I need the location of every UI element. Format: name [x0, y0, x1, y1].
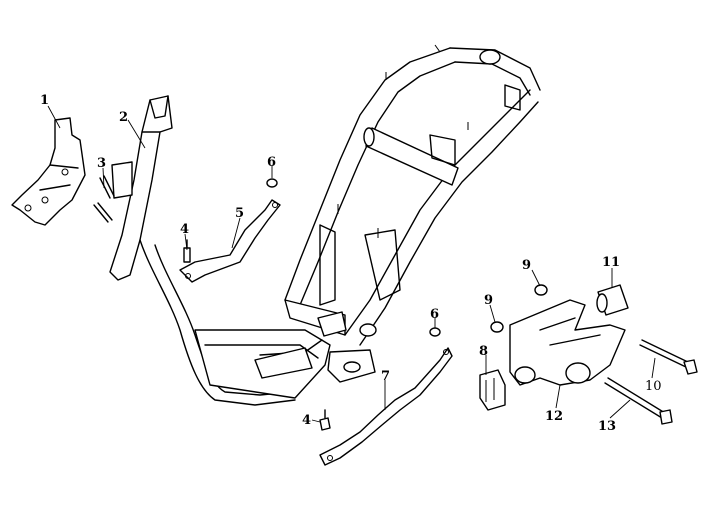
- leader-lines: [47, 105, 656, 423]
- part-5-left-bracket: [179, 199, 281, 283]
- callout-9-lower: 9: [484, 293, 493, 308]
- part-9-nuts: [490, 284, 548, 333]
- callout-11: 11: [602, 255, 620, 270]
- callout-1: 1: [40, 93, 49, 108]
- part-12-engine-hanger: [509, 299, 626, 386]
- callout-9-upper: 9: [522, 258, 531, 273]
- callout-7: 7: [381, 369, 390, 384]
- callout-12: 12: [545, 409, 563, 424]
- part-4-lower-bolt: [319, 409, 331, 431]
- callout-4-lower: 4: [302, 413, 311, 428]
- part-13-bolt: [604, 377, 673, 425]
- part-4-upper-bolt: [183, 239, 191, 263]
- part-11-bushing: [596, 284, 629, 316]
- callout-10: 10: [645, 379, 662, 394]
- callout-6-lower: 6: [430, 307, 439, 322]
- callout-6-upper: 6: [267, 155, 276, 170]
- part-3-bolts: [93, 175, 115, 223]
- part-8-rubber-block: [479, 369, 506, 411]
- callout-3: 3: [97, 156, 106, 171]
- callout-13: 13: [598, 419, 616, 434]
- part-1-front-bracket: [11, 117, 86, 226]
- callout-8: 8: [479, 344, 488, 359]
- part-7-right-bracket: [319, 347, 453, 466]
- callout-5: 5: [235, 206, 244, 221]
- callout-2: 2: [119, 110, 128, 125]
- part-6-nuts: [266, 178, 441, 337]
- callout-4-upper: 4: [180, 222, 189, 237]
- part-10-bolt: [639, 339, 698, 375]
- main-frame: [109, 44, 541, 406]
